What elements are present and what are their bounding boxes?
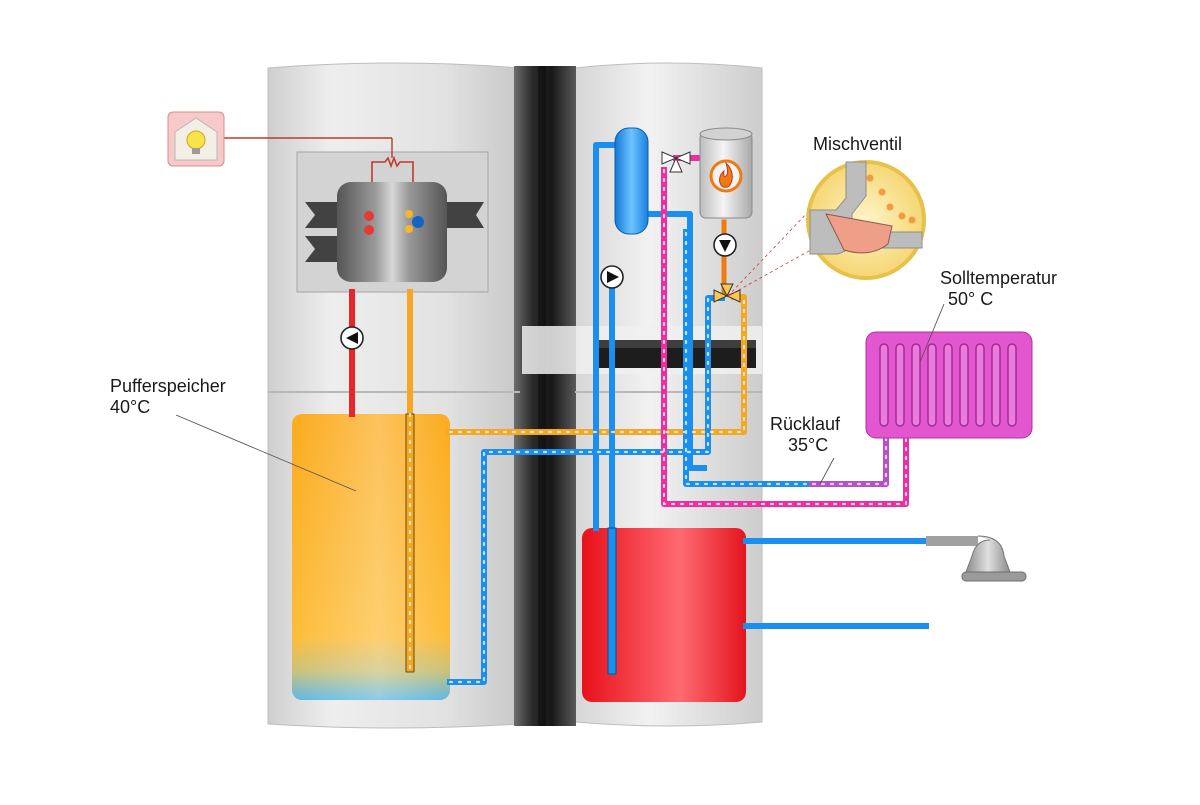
return-name: Rücklauf [770, 414, 841, 434]
hot-water-tank-body [582, 528, 746, 702]
flow-indicators [408, 168, 908, 684]
mixing-valve-callout [727, 160, 926, 297]
buffer-leader-line [175, 414, 357, 492]
pipe-separator-left [593, 142, 615, 531]
circulation-pump-icon [340, 326, 364, 350]
glass-highlight [538, 66, 546, 726]
heat-pump-resistor-wire [371, 155, 414, 182]
mixing-valve-name: Mischventil [813, 134, 903, 154]
pipe-heating-supply [661, 167, 909, 507]
mixing-valve-label: Mischventil [813, 134, 902, 155]
refrigerant-dot [364, 211, 374, 221]
pipe-separator-bottom [645, 211, 707, 471]
target-name: Solltemperatur [940, 268, 1058, 288]
buffer-name: Pufferspeicher [110, 376, 226, 396]
cabinet-glass-panel [514, 66, 576, 726]
refrigerant-dot [412, 216, 424, 228]
shower-head-icon [926, 535, 1027, 582]
target-temp-label: Solltemperatur 50° C [940, 268, 1057, 310]
buffer-temp: 40°C [110, 397, 151, 417]
buffer-tank [292, 414, 450, 700]
compressor-body [337, 182, 447, 282]
air-duct-out [440, 202, 484, 228]
radiator-fins [879, 343, 1017, 427]
return-leader-line [819, 457, 835, 485]
heat-pump-module [296, 151, 489, 293]
target-temp: 50° C [948, 289, 994, 309]
hot-water-tank [582, 528, 746, 702]
buffer-tank-shine [292, 414, 450, 700]
cabinet-display-glare [596, 340, 756, 348]
radiator [865, 331, 1033, 439]
flame-icon [719, 161, 733, 188]
refrigerant-dot [405, 225, 413, 233]
refrigerant-dot [364, 225, 374, 235]
three-way-valve-icon [661, 151, 691, 173]
circulation-pump-icon [713, 233, 737, 257]
hydraulic-separator [614, 127, 649, 235]
buffer-label: Pufferspeicher 40°C [110, 376, 226, 418]
return-label: Rücklauf 35°C [770, 414, 840, 456]
circulation-pump-icon [600, 265, 624, 289]
return-temp: 35°C [788, 435, 829, 455]
mixing-valve-disc [825, 213, 893, 254]
light-bulb-icon [186, 130, 206, 154]
refrigerant-dot [405, 210, 413, 218]
target-leader-line [919, 303, 945, 363]
room-sensor [167, 111, 393, 167]
gas-boiler [699, 127, 753, 219]
dhw-coil-tube [607, 527, 617, 675]
